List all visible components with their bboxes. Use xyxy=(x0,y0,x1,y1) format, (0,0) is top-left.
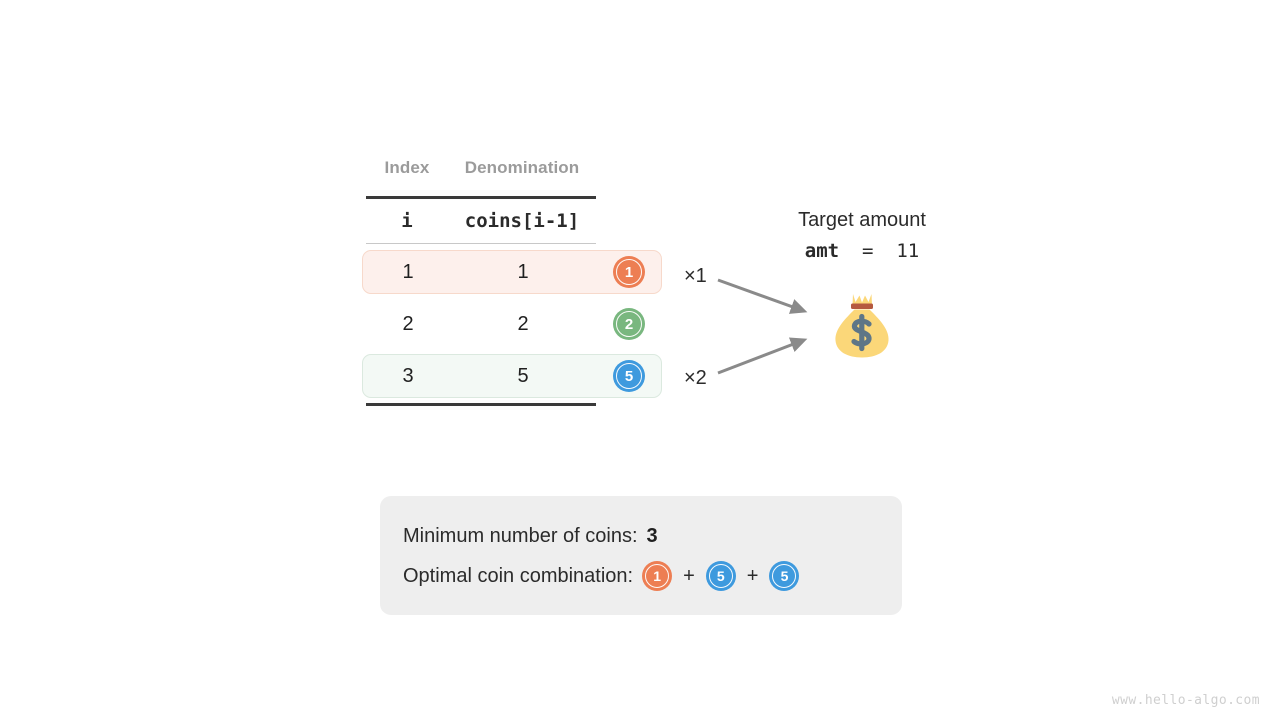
arrow-group-icon xyxy=(717,278,808,375)
min-coins-label: Minimum number of coins: xyxy=(403,524,638,547)
flow-arrows xyxy=(716,268,836,378)
table-header-row: Index Denomination xyxy=(366,158,596,192)
cell-index: 2 xyxy=(402,312,414,335)
multiplier-row3: ×2 xyxy=(684,367,707,389)
target-amount-expression: amt = 11 xyxy=(760,240,964,262)
watermark: www.hello-algo.com xyxy=(1111,693,1260,708)
arrow-from-coin1-icon xyxy=(717,278,808,314)
plus-sign: + xyxy=(746,564,759,587)
header-divider-top xyxy=(366,196,596,199)
table-row[interactable]: 3 5 5 xyxy=(362,354,662,398)
arrow-from-coin5-icon xyxy=(717,337,808,375)
cell-coin: 2 xyxy=(597,308,661,340)
cell-index: 1 xyxy=(402,260,414,283)
coin-denomination-table: Index Denomination i coins[i-1] 1 1 1 2 … xyxy=(362,158,662,398)
multiplier-row1: ×1 xyxy=(684,265,707,287)
cell-denomination: 2 xyxy=(517,312,529,335)
combination-line: Optimal coin combination: 1 + 5 + 5 xyxy=(403,556,902,596)
target-amount-block: Target amount amt = 11 xyxy=(760,206,964,262)
table-subheader-row: i coins[i-1] xyxy=(366,199,596,243)
subheader-denomination-var: coins[i-1] xyxy=(464,209,580,232)
plus-sign: + xyxy=(683,564,695,587)
subheader-index-var: i xyxy=(401,209,413,232)
min-coins-value: 3 xyxy=(646,524,658,547)
coin-token: 5 xyxy=(705,561,736,591)
combination-label: Optimal coin combination: xyxy=(403,564,634,587)
header-divider-bottom xyxy=(366,242,596,245)
coin-token: 5 xyxy=(613,360,645,392)
cell-denomination: 5 xyxy=(517,364,529,387)
coin-token: 5 xyxy=(769,561,800,591)
table-row[interactable]: 2 2 2 xyxy=(362,302,662,346)
cell-index: 3 xyxy=(402,364,414,387)
target-equals: = xyxy=(861,240,874,262)
target-value: 11 xyxy=(896,240,920,262)
table-row[interactable]: 1 1 1 xyxy=(362,250,662,294)
min-coins-line: Minimum number of coins: 3 xyxy=(403,516,902,556)
header-denomination: Denomination xyxy=(464,158,580,177)
table-body: 1 1 1 2 2 2 3 5 5 xyxy=(362,250,662,406)
cell-coin: 5 xyxy=(597,360,661,392)
cell-coin: 1 xyxy=(597,256,661,288)
result-summary-box: Minimum number of coins: 3 Optimal coin … xyxy=(380,496,902,615)
header-index: Index xyxy=(384,158,430,177)
cell-denomination: 1 xyxy=(517,260,529,283)
target-var-name: amt xyxy=(804,240,840,262)
coin-token: 2 xyxy=(613,308,645,340)
table-divider-bottom xyxy=(366,403,596,406)
money-bag-icon xyxy=(826,290,898,362)
combination-coins: 1 + 5 + 5 xyxy=(642,561,800,591)
coin-token: 1 xyxy=(642,561,673,591)
money-bag-svg xyxy=(835,294,889,358)
coin-token: 1 xyxy=(613,256,645,288)
target-amount-label: Target amount xyxy=(798,209,926,231)
